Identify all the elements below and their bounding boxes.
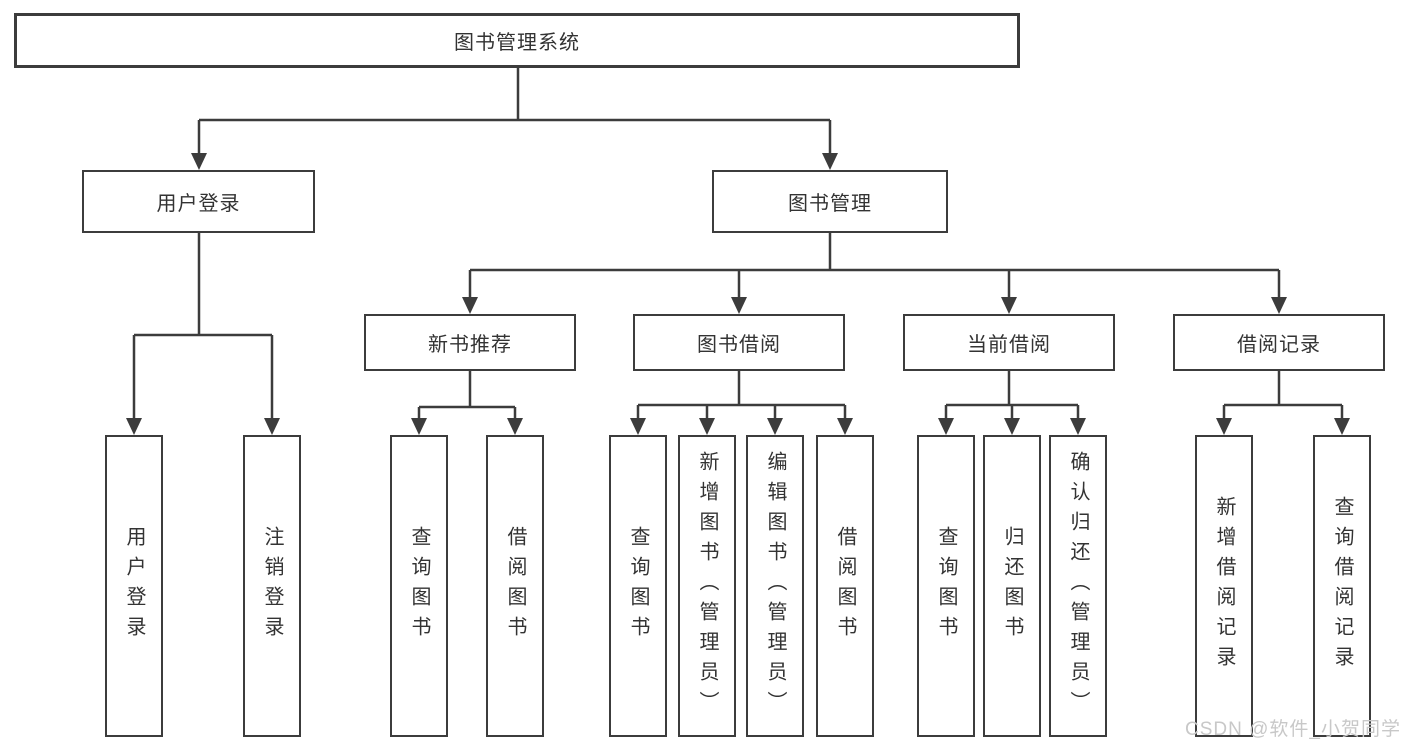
leaf-label: 查询图书 <box>935 526 957 646</box>
node-book-borrow: 图书借阅 <box>633 314 845 371</box>
leaf-label: 归还图书 <box>1001 526 1023 646</box>
leaf-bb-edit-books-admin: 编辑图书（管理员） <box>746 435 804 737</box>
node-book-management: 图书管理 <box>712 170 948 233</box>
node-label: 图书管理 <box>788 193 872 215</box>
leaf-cb-query-books: 查询图书 <box>917 435 975 737</box>
node-label: 用户登录 <box>156 193 241 215</box>
leaf-bb-query-books: 查询图书 <box>609 435 667 737</box>
node-label: 图书借阅 <box>697 334 781 356</box>
leaf-label: 查询借阅记录 <box>1331 496 1353 676</box>
node-label: 借阅记录 <box>1237 334 1321 356</box>
node-label: 新书推荐 <box>428 334 512 356</box>
leaf-br-query-record: 查询借阅记录 <box>1313 435 1371 737</box>
leaf-label: 用户登录 <box>123 526 145 646</box>
arrowheads <box>126 153 1350 435</box>
leaf-nbr-borrow-books: 借阅图书 <box>486 435 544 737</box>
leaf-label: 查询图书 <box>408 526 430 646</box>
leaf-nbr-query-books: 查询图书 <box>390 435 448 737</box>
leaf-label: 新增图书（管理员） <box>696 451 718 721</box>
csdn-watermark: CSDN @软件_小贺同学 <box>1185 719 1401 740</box>
leaf-bb-add-books-admin: 新增图书（管理员） <box>678 435 736 737</box>
leaf-cb-return-books: 归还图书 <box>983 435 1041 737</box>
node-current-borrow: 当前借阅 <box>903 314 1115 371</box>
leaf-label: 新增借阅记录 <box>1213 496 1235 676</box>
node-borrow-records: 借阅记录 <box>1173 314 1385 371</box>
leaf-label: 借阅图书 <box>504 526 526 646</box>
leaf-label: 查询图书 <box>627 526 649 646</box>
node-label: 当前借阅 <box>967 334 1051 356</box>
leaf-label: 注销登录 <box>261 526 283 646</box>
leaf-label: 确认归还（管理员） <box>1067 451 1089 721</box>
leaf-user-login: 用户登录 <box>105 435 163 737</box>
leaf-cb-confirm-return-admin: 确认归还（管理员） <box>1049 435 1107 737</box>
node-user-login: 用户登录 <box>82 170 315 233</box>
node-new-book-recommend: 新书推荐 <box>364 314 576 371</box>
leaf-br-add-record: 新增借阅记录 <box>1195 435 1253 737</box>
node-system-root: 图书管理系统 <box>14 13 1020 68</box>
leaf-bb-borrow-books: 借阅图书 <box>816 435 874 737</box>
node-label: 图书管理系统 <box>454 32 580 54</box>
leaf-label: 编辑图书（管理员） <box>764 451 786 721</box>
leaf-label: 借阅图书 <box>834 526 856 646</box>
leaf-logout: 注销登录 <box>243 435 301 737</box>
